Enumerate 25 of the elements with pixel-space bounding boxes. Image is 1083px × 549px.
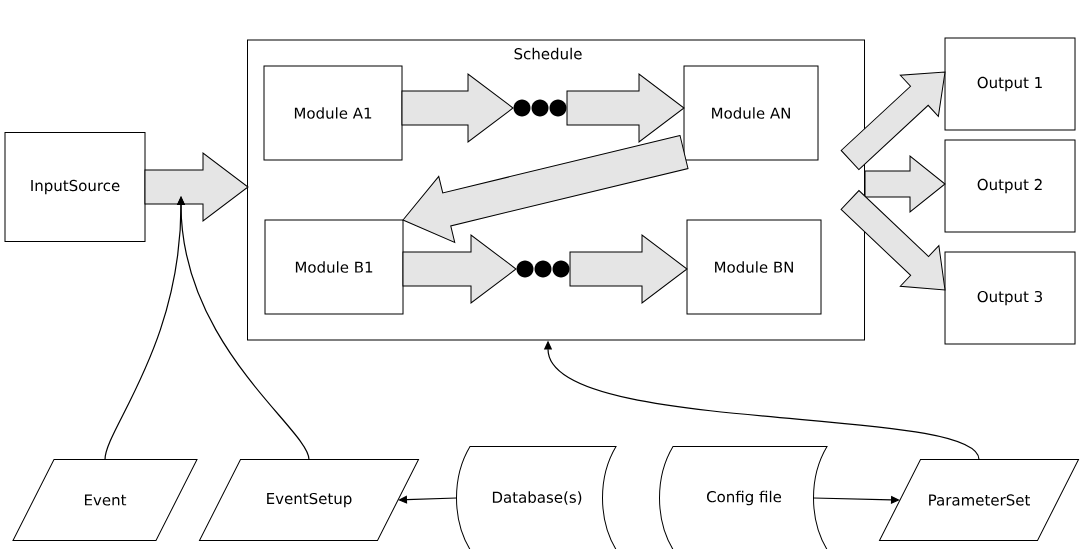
module-box: Output 1 bbox=[944, 37, 1076, 131]
block-arrow bbox=[144, 152, 249, 222]
arrow bbox=[398, 495, 458, 504]
arrow bbox=[176, 196, 310, 461]
block-arrow bbox=[840, 190, 946, 291]
block-arrow bbox=[401, 73, 514, 143]
data-parallelogram: ParameterSet bbox=[879, 459, 1079, 541]
module-box: InputSource bbox=[4, 132, 146, 242]
block-arrow bbox=[840, 71, 946, 171]
block-arrow bbox=[864, 155, 946, 213]
block-arrow bbox=[402, 234, 517, 304]
block-arrow bbox=[402, 135, 689, 243]
module-box: Module B1 bbox=[264, 219, 404, 315]
data-parallelogram: EventSetup bbox=[199, 459, 419, 541]
block-arrow bbox=[566, 73, 685, 143]
module-box: Output 3 bbox=[944, 251, 1076, 345]
module-box: Module AN bbox=[683, 65, 819, 161]
ellipsis-dots bbox=[516, 260, 570, 278]
block-arrow bbox=[569, 234, 688, 304]
module-box: Module BN bbox=[686, 219, 822, 315]
arrow bbox=[812, 495, 900, 504]
data-parallelogram: Event bbox=[12, 459, 198, 541]
ellipsis-dots bbox=[513, 99, 567, 117]
module-box: Module A1 bbox=[263, 65, 403, 161]
module-box: Output 2 bbox=[944, 139, 1076, 233]
